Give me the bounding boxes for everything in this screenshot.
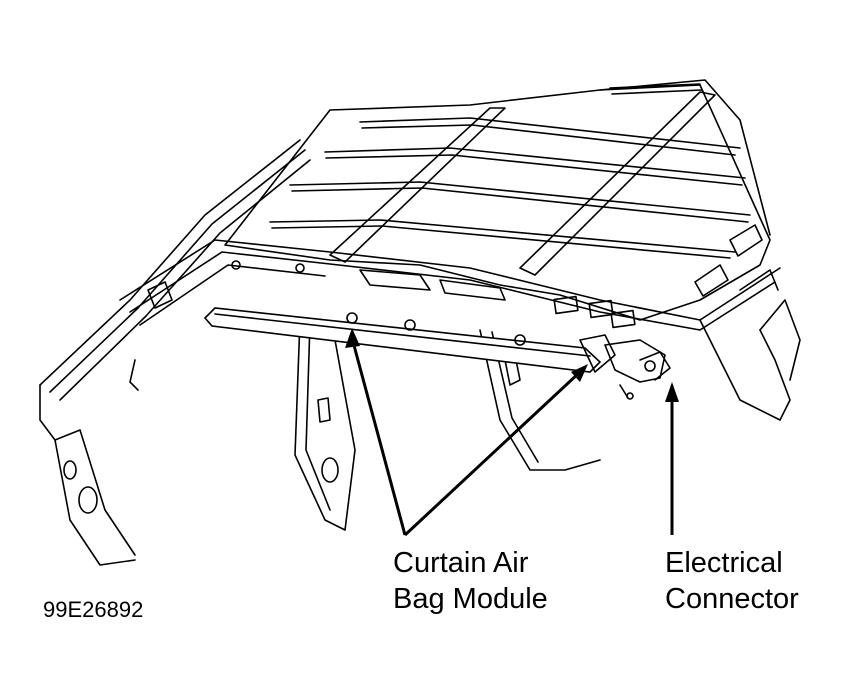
roof-rails <box>329 91 716 276</box>
curtain-airbag-label-line2: Bag Module <box>393 583 548 615</box>
curtain-airbag-module <box>203 307 616 373</box>
electrical-connector <box>604 339 671 400</box>
figure-id: 99E26892 <box>43 597 144 622</box>
roof-openings <box>553 224 763 329</box>
curtain-airbag-label: Curtain Air Bag Module <box>393 545 548 617</box>
electrical-connector-label-line1: Electrical <box>665 547 783 579</box>
electrical-connector-label: Electrical Connector <box>665 545 799 617</box>
rear-quarter <box>699 269 801 421</box>
airbag-leader-lines <box>345 328 588 537</box>
roof-bows <box>269 83 751 259</box>
a-pillar-frame <box>39 139 311 566</box>
connector-leader-line <box>665 382 679 535</box>
curtain-airbag-label-line1: Curtain Air <box>393 547 529 579</box>
roof-panel <box>224 79 771 321</box>
b-pillar <box>294 319 356 531</box>
electrical-connector-label-line2: Connector <box>665 583 799 615</box>
